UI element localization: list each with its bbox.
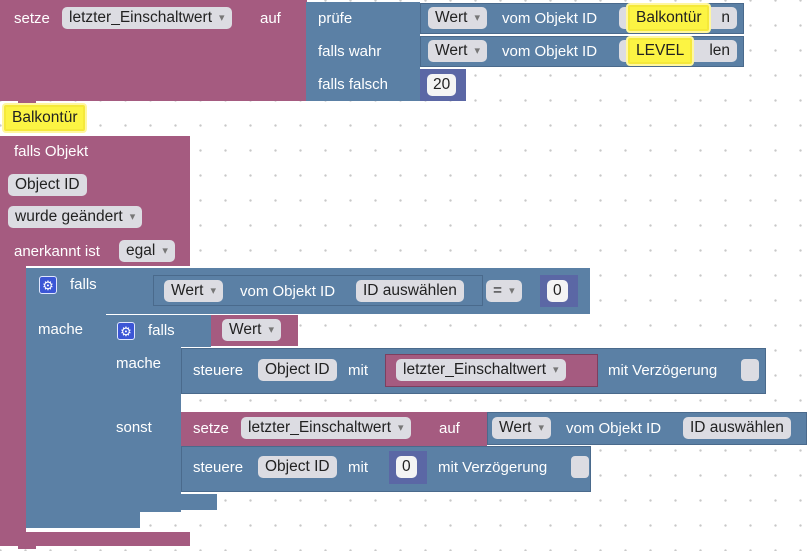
verzoegerung-label-2: mit Verzögerung: [438, 459, 548, 476]
pruefe-label: prüfe: [318, 10, 353, 27]
control-object-id-field-2[interactable]: Object ID: [258, 456, 337, 478]
wert-dropdown-3[interactable]: Wert: [492, 417, 551, 439]
if-outer-mache-label: mache: [38, 321, 84, 338]
delay-slot-1[interactable]: [741, 359, 759, 381]
wert-dropdown-2[interactable]: Wert: [428, 40, 487, 62]
operator-dropdown[interactable]: =: [486, 280, 522, 302]
control-variable-dropdown[interactable]: letzter_Einschaltwert: [396, 359, 566, 381]
vom-objekt-id-label-2: vom Objekt ID: [502, 43, 598, 60]
ack-dropdown[interactable]: egal: [119, 240, 175, 262]
inner-mache-label: mache: [116, 355, 162, 372]
falls-wahr-label: falls wahr: [318, 43, 382, 60]
compare-id-select-field[interactable]: ID auswählen: [356, 280, 464, 302]
mit-label-2: mit: [348, 459, 368, 476]
highlight-balkontuer-left: Balkontür: [4, 105, 86, 131]
verzoegerung-label-1: mit Verzögerung: [608, 362, 718, 379]
wert-dropdown-1[interactable]: Wert: [428, 7, 487, 29]
gear-icon[interactable]: ⚙: [39, 276, 57, 294]
variable-dropdown[interactable]: letzter_Einschaltwert: [62, 7, 232, 29]
control-number-field[interactable]: 0: [396, 456, 417, 478]
inner-if-bottom: [105, 494, 217, 510]
falls-objekt-label: falls Objekt: [14, 143, 89, 160]
vom-objekt-id-label-3: vom Objekt ID: [566, 420, 662, 437]
if-outer-arm: [26, 313, 106, 518]
inner-if-arm: [105, 346, 181, 512]
highlight-balkontuer: Balkontür: [628, 5, 710, 31]
trigger-bottom: [0, 532, 190, 546]
compare-vom-objekt-id-label: vom Objekt ID: [240, 283, 336, 300]
compare-wert-dropdown[interactable]: Wert: [164, 280, 223, 302]
anerkannt-ist-label: anerkannt ist: [14, 243, 100, 260]
auf-label-2: auf: [439, 420, 460, 437]
falsch-number-field[interactable]: 20: [427, 74, 457, 96]
inner-falls-label: falls: [148, 322, 175, 339]
trigger-left-arm: [0, 265, 26, 533]
condition-wert-dropdown[interactable]: Wert: [222, 319, 281, 341]
setze-label: setze: [14, 10, 50, 27]
trigger-bottom-notch: [18, 545, 36, 549]
inner-sonst-label: sonst: [116, 419, 152, 436]
mit-label-1: mit: [348, 362, 368, 379]
highlight-level: LEVEL: [628, 38, 693, 64]
if-outer-falls-label: falls: [70, 276, 97, 293]
gear-icon[interactable]: ⚙: [117, 322, 135, 340]
vom-objekt-id-label-1: vom Objekt ID: [502, 10, 598, 27]
steuere-label-2: steuere: [193, 459, 244, 476]
setze-notch: [18, 101, 36, 105]
variable-dropdown-2[interactable]: letzter_Einschaltwert: [241, 417, 411, 439]
falls-falsch-label: falls falsch: [318, 76, 389, 93]
trigger-object-id-field[interactable]: Object ID: [8, 174, 87, 196]
setze-label-2: setze: [193, 420, 229, 437]
id-select-field-3[interactable]: ID auswählen: [683, 417, 791, 439]
control-object-id-field-1[interactable]: Object ID: [258, 359, 337, 381]
steuere-label-1: steuere: [193, 362, 244, 379]
auf-label: auf: [260, 10, 281, 27]
delay-slot-2[interactable]: [571, 456, 589, 478]
if-outer-bottom: [26, 512, 140, 528]
ternary-block[interactable]: [306, 2, 420, 101]
compare-number-field[interactable]: 0: [547, 280, 568, 302]
change-mode-dropdown[interactable]: wurde geändert: [8, 206, 143, 228]
control-block-2[interactable]: [181, 446, 591, 492]
